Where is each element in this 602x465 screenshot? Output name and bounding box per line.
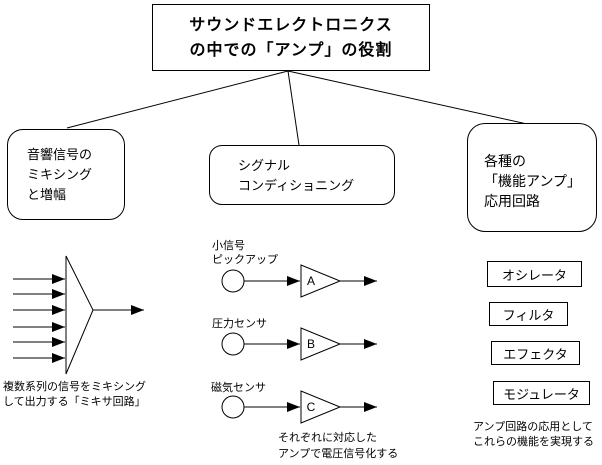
connector-title-to-right xyxy=(287,70,528,125)
branch-middle-line-2: コンディショニング xyxy=(238,178,355,193)
branch-left-line-3: と増幅 xyxy=(27,187,67,202)
mixer-caption: 複数系列の信号をミキシング して出力する「ミキサ回路」 xyxy=(3,380,146,410)
sensor-label-pressure-line-1: 圧力センサ xyxy=(212,318,267,330)
sensor-label-magnetic-line-1: 磁気センサ xyxy=(211,382,266,394)
applications-caption: アンプ回路の応用として これらの機能を実現する xyxy=(473,420,594,450)
applications-caption-line-1: アンプ回路の応用として xyxy=(473,421,593,433)
amp-triangle-b xyxy=(300,327,342,361)
branch-box-applications: 各種の 「機能アンプ」 応用回路 xyxy=(467,123,597,232)
title-line-1: サウンドエレクトロニクス xyxy=(189,16,393,34)
branch-box-signal-conditioning: シグナル コンディショニング xyxy=(209,145,395,205)
sensor-label-pickup-line-1: 小信号 xyxy=(212,240,245,252)
amp-letter-a: A xyxy=(306,274,315,288)
branch-right-line-3: 応用回路 xyxy=(484,193,540,209)
sensor-label-pressure: 圧力センサ xyxy=(212,317,267,331)
sensor-label-pickup-line-2: ピックアップ xyxy=(212,254,278,266)
branch-middle-line-1: シグナル xyxy=(238,158,291,173)
app-box-modulator: モジュレータ xyxy=(493,381,590,405)
sensor-circle-pickup xyxy=(221,269,245,293)
mixer-caption-line-2: して出力する「ミキサ回路」 xyxy=(3,396,146,408)
title-line-2: の中での「アンプ」の役割 xyxy=(189,41,393,59)
amp-letter-c: C xyxy=(306,400,316,414)
applications-caption-line-2: これらの機能を実現する xyxy=(473,436,594,448)
app-box-filter: フィルタ xyxy=(489,302,568,326)
branch-box-mixing: 音響信号の ミキシング と増幅 xyxy=(7,129,125,220)
signal-caption-line-2: アンプで電圧信号化する xyxy=(278,448,399,460)
app-box-effector: エフェクタ xyxy=(491,341,580,365)
sensor-circle-pressure xyxy=(221,332,245,356)
amp-letter-b: B xyxy=(306,337,315,351)
branch-left-line-2: ミキシング xyxy=(27,167,93,182)
branch-left-line-1: 音響信号の xyxy=(27,147,93,162)
app-box-oscillator: オシレータ xyxy=(487,261,582,287)
mixer-caption-line-1: 複数系列の信号をミキシング xyxy=(3,381,146,393)
connector-title-to-left xyxy=(66,70,289,129)
sensor-label-magnetic: 磁気センサ xyxy=(211,381,266,395)
title-box: サウンドエレクトロニクス の中での「アンプ」の役割 xyxy=(152,4,430,71)
amp-triangle-a xyxy=(300,264,342,298)
connector-title-to-middle xyxy=(287,70,300,146)
sensor-label-pickup: 小信号 ピックアップ xyxy=(212,239,278,267)
signal-caption-line-1: それぞれに対応した xyxy=(278,432,377,444)
amp-triangle-c xyxy=(300,390,342,424)
signal-caption: それぞれに対応した アンプで電圧信号化する xyxy=(278,430,398,462)
branch-right-line-1: 各種の xyxy=(484,153,526,169)
sensor-circle-magnetic xyxy=(221,395,245,419)
branch-right-line-2: 「機能アンプ」 xyxy=(484,173,582,189)
mixer-triangle xyxy=(65,255,94,375)
